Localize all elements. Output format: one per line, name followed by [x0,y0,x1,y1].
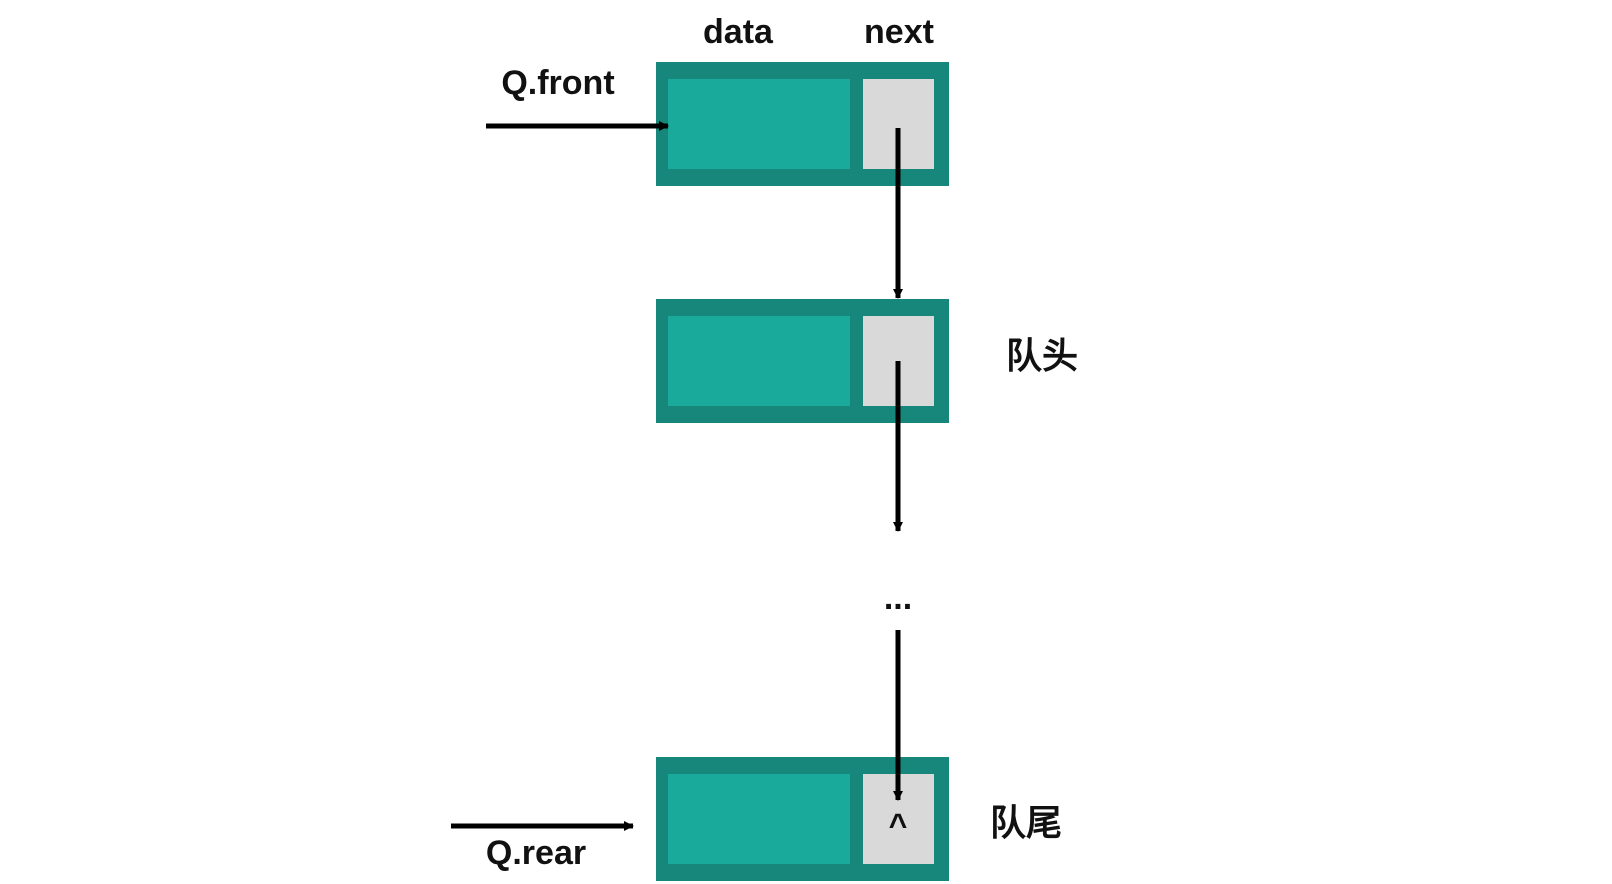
data-field [668,79,850,169]
next-column-header: next [864,13,934,51]
queue-head-label: 队头 [1006,336,1078,377]
queue-node-2 [656,299,949,423]
data-field [668,316,850,406]
queue-node-1 [656,62,949,186]
front-pointer-label: Q.front [501,64,614,102]
queue-node-3 [656,757,949,881]
ellipsis-label: ... [884,579,912,617]
null-marker: ^ [889,807,908,843]
data-column-header: data [703,13,774,51]
rear-pointer-label: Q.rear [486,834,586,872]
queue-tail-label: 队尾 [990,803,1062,844]
data-field [668,774,850,864]
